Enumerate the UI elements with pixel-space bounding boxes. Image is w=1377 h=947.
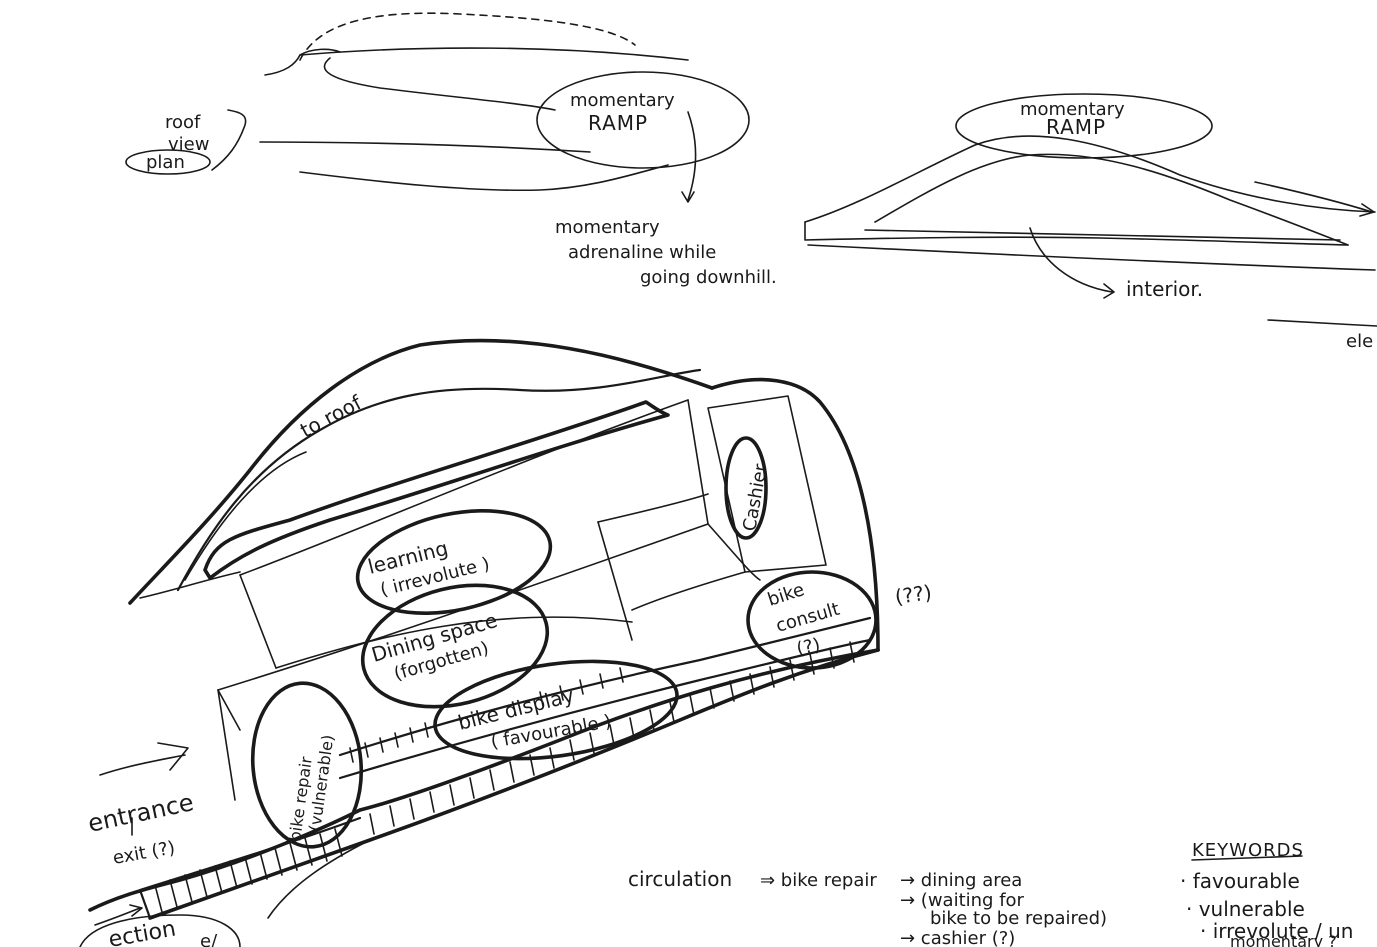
bottom-left-cut-bubble (79, 914, 241, 947)
lower-inner-curve (267, 839, 371, 919)
roof-dashed-arc (299, 12, 636, 61)
adrenaline-line-2: adrenaline while (568, 242, 716, 263)
adrenaline-line-3: going downhill. (640, 267, 777, 288)
section-base-top (804, 221, 1349, 246)
keyword-4: momentary ? (1230, 932, 1337, 947)
cashier-bubble[interactable] (724, 436, 768, 540)
plan-outer-bottom (88, 648, 880, 912)
plan-wall-top (239, 399, 689, 576)
keywords-underline (1191, 855, 1303, 861)
plan-label: plan (146, 152, 185, 173)
roof-inner-curve (323, 57, 556, 111)
ramp-left-title: momentary (570, 90, 675, 111)
interior-arrow (1029, 227, 1115, 299)
entrance-label: entrance (85, 788, 196, 838)
plan-consult-line (631, 571, 746, 611)
adrenaline-line-1: momentary (555, 217, 660, 238)
ramp-strip-outer (138, 816, 362, 920)
keyword-1: · favourable (1180, 869, 1300, 893)
roof-shell-outer (128, 338, 714, 605)
building-plan (79, 338, 880, 947)
ramp-right-title: momentary (1020, 99, 1125, 120)
right-edge-cut-label: ele (1346, 331, 1373, 352)
bike-consult-label-3: (?) (795, 634, 822, 659)
entrance-arrow (99, 742, 189, 776)
bike-display-bubble[interactable] (429, 647, 683, 772)
section-ground (807, 244, 1376, 271)
plan-outer-bottom-2 (148, 648, 880, 920)
roof-ramp-line-2 (139, 571, 241, 599)
roof-ramp-line-1 (184, 451, 307, 581)
dining-bubble[interactable] (350, 567, 560, 725)
bike-consult-bubble[interactable] (746, 570, 878, 670)
plan-wall-a (687, 399, 709, 525)
circulation-step-4: → cashier (?) (900, 928, 1015, 947)
plan-cashier-box (707, 395, 827, 573)
plan-wall-e (597, 521, 633, 641)
plan-wall-f (597, 493, 709, 523)
plan-wall-h (217, 689, 236, 801)
ramp-left-word: RAMP (588, 111, 648, 135)
roof-mid-line (259, 141, 591, 153)
circulation-step-1: ⇒ bike repair (760, 870, 877, 891)
roof-view-sketch (125, 12, 750, 203)
plan-wall-b (239, 574, 277, 669)
learning-bubble[interactable] (348, 495, 560, 630)
roof-shell-right (710, 377, 880, 652)
roof-label: roof (165, 112, 201, 133)
ramp-left-arrow (681, 111, 697, 203)
roof-inner-ramp (176, 368, 702, 592)
ramp-strip-hatch (154, 641, 855, 913)
bottom-left-cut-label-2: e/ (200, 931, 218, 947)
bottom-entry-arrow (94, 904, 143, 926)
plan-label-circle (125, 149, 211, 175)
keywords-box: KEYWORDS · favourable · vulnerable · irr… (1180, 840, 1354, 947)
roof-low-line (299, 164, 669, 192)
section-ramp-inner (874, 153, 1349, 246)
ramp-bubble-left (536, 71, 750, 169)
ramp-right-word: RAMP (1046, 115, 1106, 139)
bike-consult-note: (??) (893, 580, 933, 609)
to-roof-label: to roof (296, 390, 366, 443)
section-floor-line (864, 229, 1341, 241)
circulation-step-3b: bike to be repaired) (930, 908, 1107, 929)
keywords-title: KEYWORDS (1192, 840, 1304, 861)
circulation-step-2: → dining area (900, 870, 1022, 891)
circulation-step-3: → (waiting for (900, 890, 1025, 911)
section-sketch (804, 93, 1377, 327)
section-arrow-right (1254, 181, 1375, 217)
keyword-2: · vulnerable (1186, 897, 1305, 921)
roof-label-bracket (211, 109, 247, 171)
interior-label: interior. (1126, 277, 1203, 301)
circulation-note: circulation ⇒ bike repair → dining area … (628, 867, 1107, 947)
section-ramp-outer (804, 135, 1376, 223)
bike-repair-bubble[interactable] (246, 679, 368, 852)
view-label: view (168, 134, 209, 155)
bottom-left-cut-label-1: ection (107, 917, 178, 947)
plan-lower-track-2 (338, 638, 872, 780)
exit-label: exit (?) (111, 837, 176, 869)
plan-wall-c (217, 689, 241, 731)
roof-top-line (299, 47, 689, 61)
plan-wall-g (275, 616, 633, 669)
right-edge-line (1267, 319, 1377, 327)
keyword-3: · irrevolute / un (1200, 919, 1354, 943)
plan-lower-track (338, 616, 872, 757)
circulation-label: circulation (628, 867, 732, 891)
plan-wall-d (217, 523, 709, 691)
ramp-bubble-right (955, 93, 1213, 159)
